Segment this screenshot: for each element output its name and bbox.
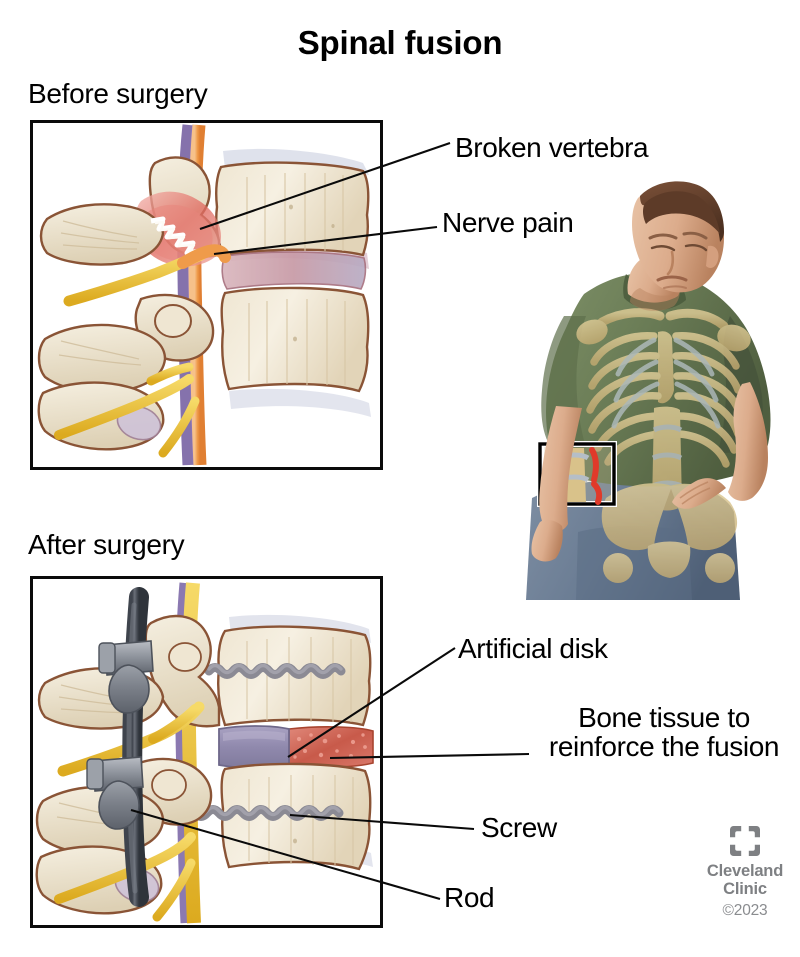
callout-broken-vertebra: Broken vertebra (455, 132, 649, 163)
logo-text-line1: Cleveland (706, 862, 784, 880)
cleveland-clinic-logo: Cleveland Clinic ©2023 (690, 824, 800, 920)
after-surgery-panel (30, 576, 383, 928)
patient-figure (468, 176, 800, 600)
after-surgery-illustration (35, 582, 374, 924)
cleveland-clinic-logo-icon (730, 826, 760, 856)
after-surgery-label: After surgery (28, 529, 185, 560)
page-title: Spinal fusion (297, 24, 503, 61)
callout-bone-tissue-line2: reinforce the fusion (548, 731, 780, 763)
before-surgery-label: Before surgery (28, 78, 208, 109)
before-surgery-illustration (37, 124, 371, 466)
patient-figure-illustration (526, 181, 771, 600)
callout-bone-tissue: Bone tissue to reinforce the fusion (528, 703, 800, 761)
callout-screw: Screw (481, 812, 557, 843)
callout-bone-tissue-line1: Bone tissue to (578, 702, 750, 733)
callout-rod: Rod (444, 882, 495, 913)
callout-nerve-pain: Nerve pain (442, 207, 574, 238)
logo-copyright: ©2023 (722, 901, 768, 919)
before-surgery-panel (30, 120, 383, 470)
callout-artificial-disk: Artificial disk (458, 633, 608, 664)
logo-text-line2: Clinic (723, 880, 767, 899)
